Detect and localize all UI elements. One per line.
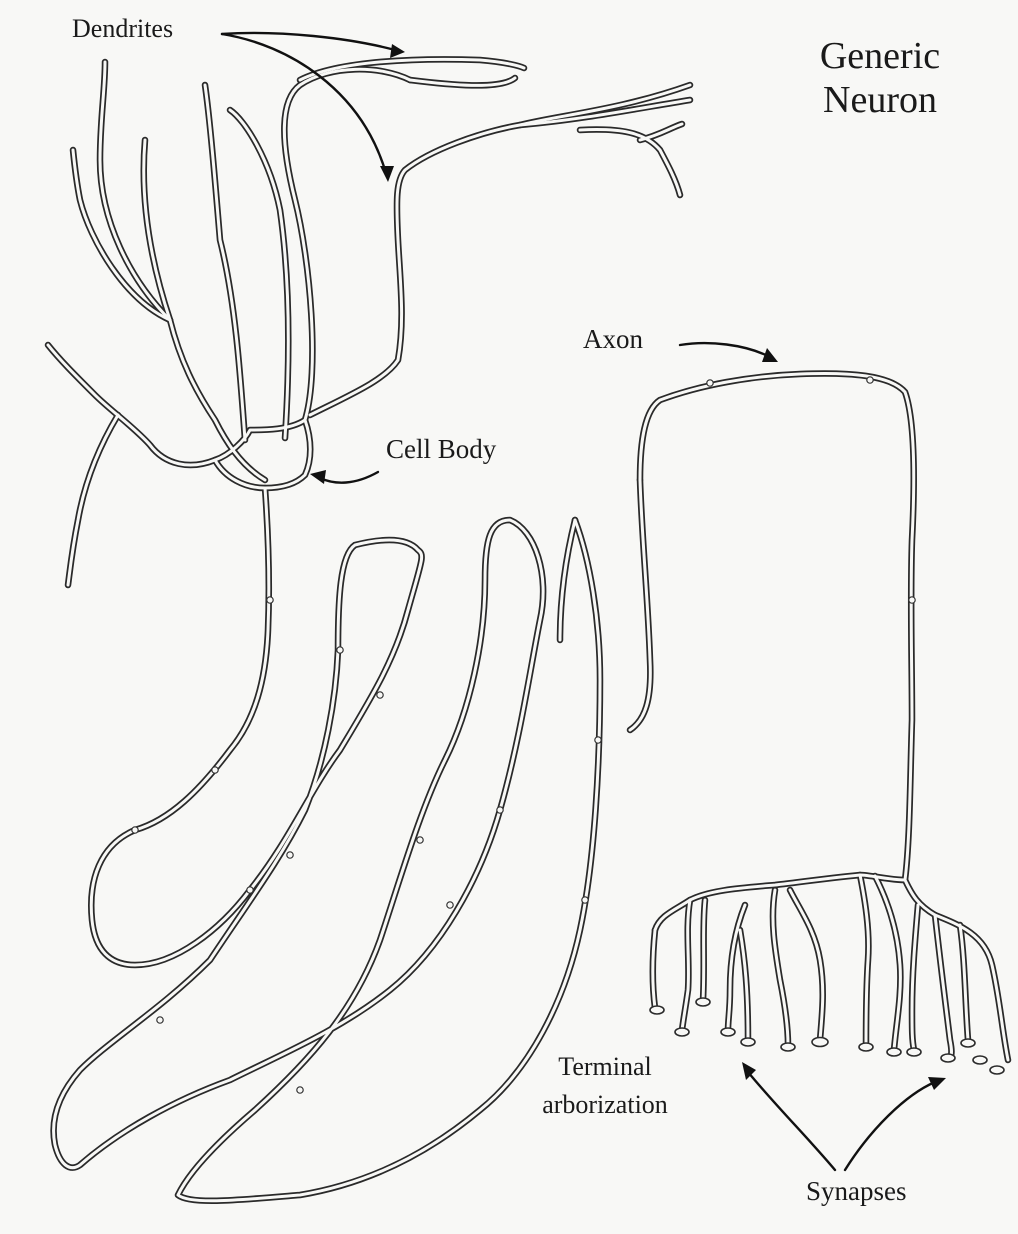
node xyxy=(132,827,138,833)
synapse xyxy=(721,1028,735,1036)
terminal-label-line-2: arborization xyxy=(520,1086,690,1124)
synapse xyxy=(961,1039,975,1047)
terminal-arborization-label: Terminal arborization xyxy=(520,1048,690,1124)
node xyxy=(582,897,588,903)
title-line-1: Generic xyxy=(790,34,970,78)
terminal-label-line-1: Terminal xyxy=(520,1048,690,1086)
label-arrows xyxy=(222,33,946,1170)
node xyxy=(212,767,218,773)
synapse xyxy=(973,1056,987,1064)
dendrites-label: Dendrites xyxy=(72,14,173,44)
synapse xyxy=(887,1048,901,1056)
title-line-2: Neuron xyxy=(790,78,970,122)
synapse xyxy=(781,1043,795,1051)
node xyxy=(497,807,503,813)
node xyxy=(377,692,383,698)
synapse xyxy=(859,1043,873,1051)
node xyxy=(909,597,915,603)
synapses-arrow-2 xyxy=(845,1082,935,1170)
axon-arrow xyxy=(680,343,768,356)
node xyxy=(297,1087,303,1093)
node xyxy=(867,377,873,383)
synapse xyxy=(741,1038,755,1046)
node xyxy=(595,737,601,743)
dendrites-arrow-2 xyxy=(222,34,385,170)
diagram-title: Generic Neuron xyxy=(790,34,970,122)
node xyxy=(337,647,343,653)
synapse xyxy=(812,1038,828,1047)
node xyxy=(447,902,453,908)
synapses-arrow-1 xyxy=(748,1072,835,1170)
synapses-label: Synapses xyxy=(806,1176,907,1207)
synapse xyxy=(650,1006,664,1014)
neuron-outline xyxy=(48,59,1008,1200)
node xyxy=(157,1017,163,1023)
cellbody-arrow xyxy=(320,472,378,483)
node xyxy=(417,837,423,843)
synapse xyxy=(696,998,710,1006)
node xyxy=(707,380,713,386)
dendrites-arrowhead-2 xyxy=(380,166,394,182)
synapse xyxy=(907,1048,921,1056)
axon-label: Axon xyxy=(583,324,643,355)
dendrites-arrow-1 xyxy=(222,33,395,50)
node xyxy=(267,597,273,603)
node xyxy=(247,887,253,893)
node xyxy=(287,852,293,858)
cellbody-arrowhead xyxy=(310,470,326,484)
synapse xyxy=(675,1028,689,1036)
synapse xyxy=(941,1054,955,1062)
dendrites-arrowhead-1 xyxy=(390,44,405,58)
cell-body-label: Cell Body xyxy=(386,434,496,465)
synapse xyxy=(990,1066,1004,1074)
